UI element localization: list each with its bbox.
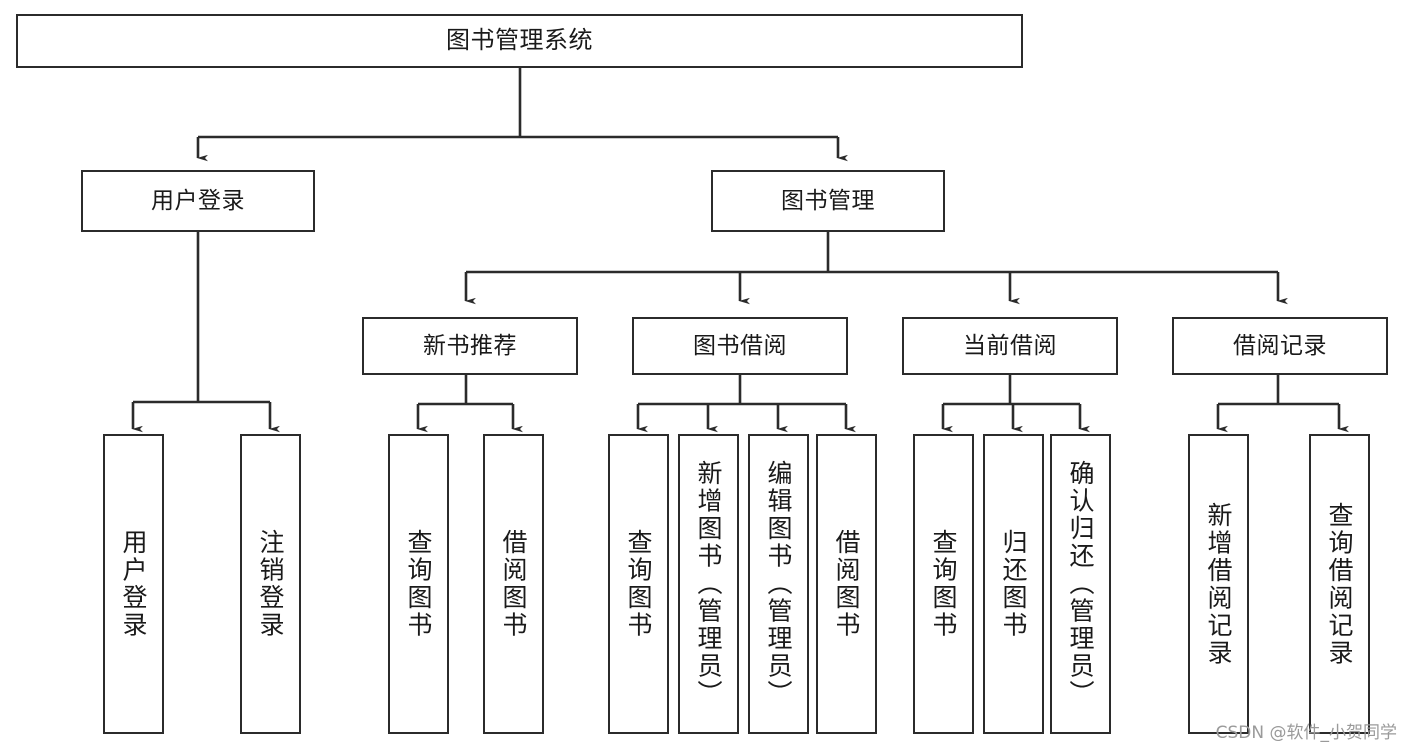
node-root-system[interactable]: 图书管理系统 — [16, 14, 1023, 68]
node-label: 归还图书 — [999, 529, 1028, 639]
leaf-current-return-book[interactable]: 归还图书 — [983, 434, 1044, 734]
node-borrow-record[interactable]: 借阅记录 — [1172, 317, 1388, 375]
node-label: 借阅图书 — [499, 529, 528, 639]
node-user-login[interactable]: 用户登录 — [81, 170, 315, 232]
leaf-borrow-edit-book-admin[interactable]: 编辑图书（管理员） — [748, 434, 809, 734]
node-label: 确认归还（管理员） — [1066, 460, 1095, 708]
node-book-management[interactable]: 图书管理 — [711, 170, 945, 232]
leaf-current-query-book[interactable]: 查询图书 — [913, 434, 974, 734]
leaf-logout-login[interactable]: 注销登录 — [240, 434, 301, 734]
node-label: 新增借阅记录 — [1204, 501, 1233, 667]
node-label: 查询图书 — [404, 529, 433, 639]
leaf-borrow-borrow-book[interactable]: 借阅图书 — [816, 434, 877, 734]
leaf-record-query-borrow-record[interactable]: 查询借阅记录 — [1309, 434, 1370, 734]
leaf-record-add-borrow-record[interactable]: 新增借阅记录 — [1188, 434, 1249, 734]
node-label: 用户登录 — [151, 187, 245, 214]
node-label: 查询图书 — [929, 529, 958, 639]
node-label: 查询图书 — [624, 529, 653, 639]
node-label: 新书推荐 — [423, 332, 517, 359]
leaf-borrow-query-book[interactable]: 查询图书 — [608, 434, 669, 734]
watermark: CSDN @软件_小贺同学 — [1215, 723, 1397, 743]
node-book-borrow[interactable]: 图书借阅 — [632, 317, 848, 375]
node-label: 图书管理系统 — [446, 26, 593, 55]
leaf-recommend-query-book[interactable]: 查询图书 — [388, 434, 449, 734]
leaf-recommend-borrow-book[interactable]: 借阅图书 — [483, 434, 544, 734]
node-label: 编辑图书（管理员） — [764, 460, 793, 708]
node-label: 当前借阅 — [963, 332, 1057, 359]
node-label: 借阅记录 — [1233, 332, 1327, 359]
node-label: 图书管理 — [781, 187, 875, 214]
leaf-borrow-add-book-admin[interactable]: 新增图书（管理员） — [678, 434, 739, 734]
leaf-current-confirm-return-admin[interactable]: 确认归还（管理员） — [1050, 434, 1111, 734]
node-label: 图书借阅 — [693, 332, 787, 359]
node-label: 注销登录 — [256, 529, 285, 639]
node-label: 新增图书（管理员） — [694, 460, 723, 708]
node-new-book-recommend[interactable]: 新书推荐 — [362, 317, 578, 375]
node-label: 借阅图书 — [832, 529, 861, 639]
leaf-user-login[interactable]: 用户登录 — [103, 434, 164, 734]
node-label: 查询借阅记录 — [1325, 501, 1354, 667]
node-label: 用户登录 — [119, 529, 148, 639]
node-current-borrow[interactable]: 当前借阅 — [902, 317, 1118, 375]
